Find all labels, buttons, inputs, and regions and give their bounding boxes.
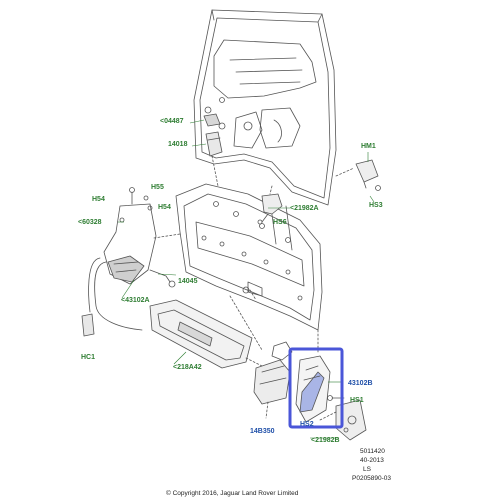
- callout-h54-right: H54: [158, 204, 171, 211]
- highlight-box: [288, 347, 344, 429]
- callout-218a42: <218A42: [173, 364, 202, 371]
- callout-hm1: HM1: [361, 143, 376, 150]
- callout-14045: 14045: [178, 278, 198, 285]
- release-cable: [81, 257, 143, 337]
- reference-date: 40-2013: [360, 457, 384, 464]
- callout-21982b: <21982B: [311, 437, 340, 444]
- bracket-21982a: [257, 185, 283, 225]
- callout-hs2: HS2: [300, 421, 314, 428]
- callout-04487: <04487: [160, 118, 184, 125]
- reference-number: 5011420: [360, 448, 385, 455]
- copyright-text: © Copyright 2016, Jaguar Land Rover Limi…: [166, 490, 299, 497]
- callout-h55: H55: [151, 184, 164, 191]
- part-04487-pad: [203, 113, 221, 127]
- callout-14018: 14018: [168, 141, 188, 148]
- part-14018-switch: [205, 131, 223, 187]
- callout-14b350: 14B350: [250, 428, 275, 435]
- tailgate-glass-outline: [193, 9, 337, 206]
- hinge-hm1: [335, 159, 381, 191]
- callout-43102b: 43102B: [348, 380, 373, 387]
- callout-hs1: HS1: [350, 397, 364, 404]
- callout-43102a: <43102A: [121, 297, 150, 304]
- callout-h54-left: H54: [92, 196, 105, 203]
- trim-cover-218a42: [149, 299, 263, 369]
- reference-code: LS: [363, 466, 371, 473]
- left-latch-assembly: [103, 187, 181, 288]
- callout-hs3: HS3: [369, 202, 383, 209]
- illustration-number: P0205890-03: [352, 475, 392, 482]
- callout-hs6: HS6: [273, 219, 287, 226]
- callout-60328: <60328: [78, 219, 102, 226]
- latch-43102b: [295, 355, 345, 423]
- actuator-14b350: [253, 341, 293, 419]
- callout-21982a: <21982A: [290, 205, 319, 212]
- callout-hc1: HC1: [81, 354, 96, 361]
